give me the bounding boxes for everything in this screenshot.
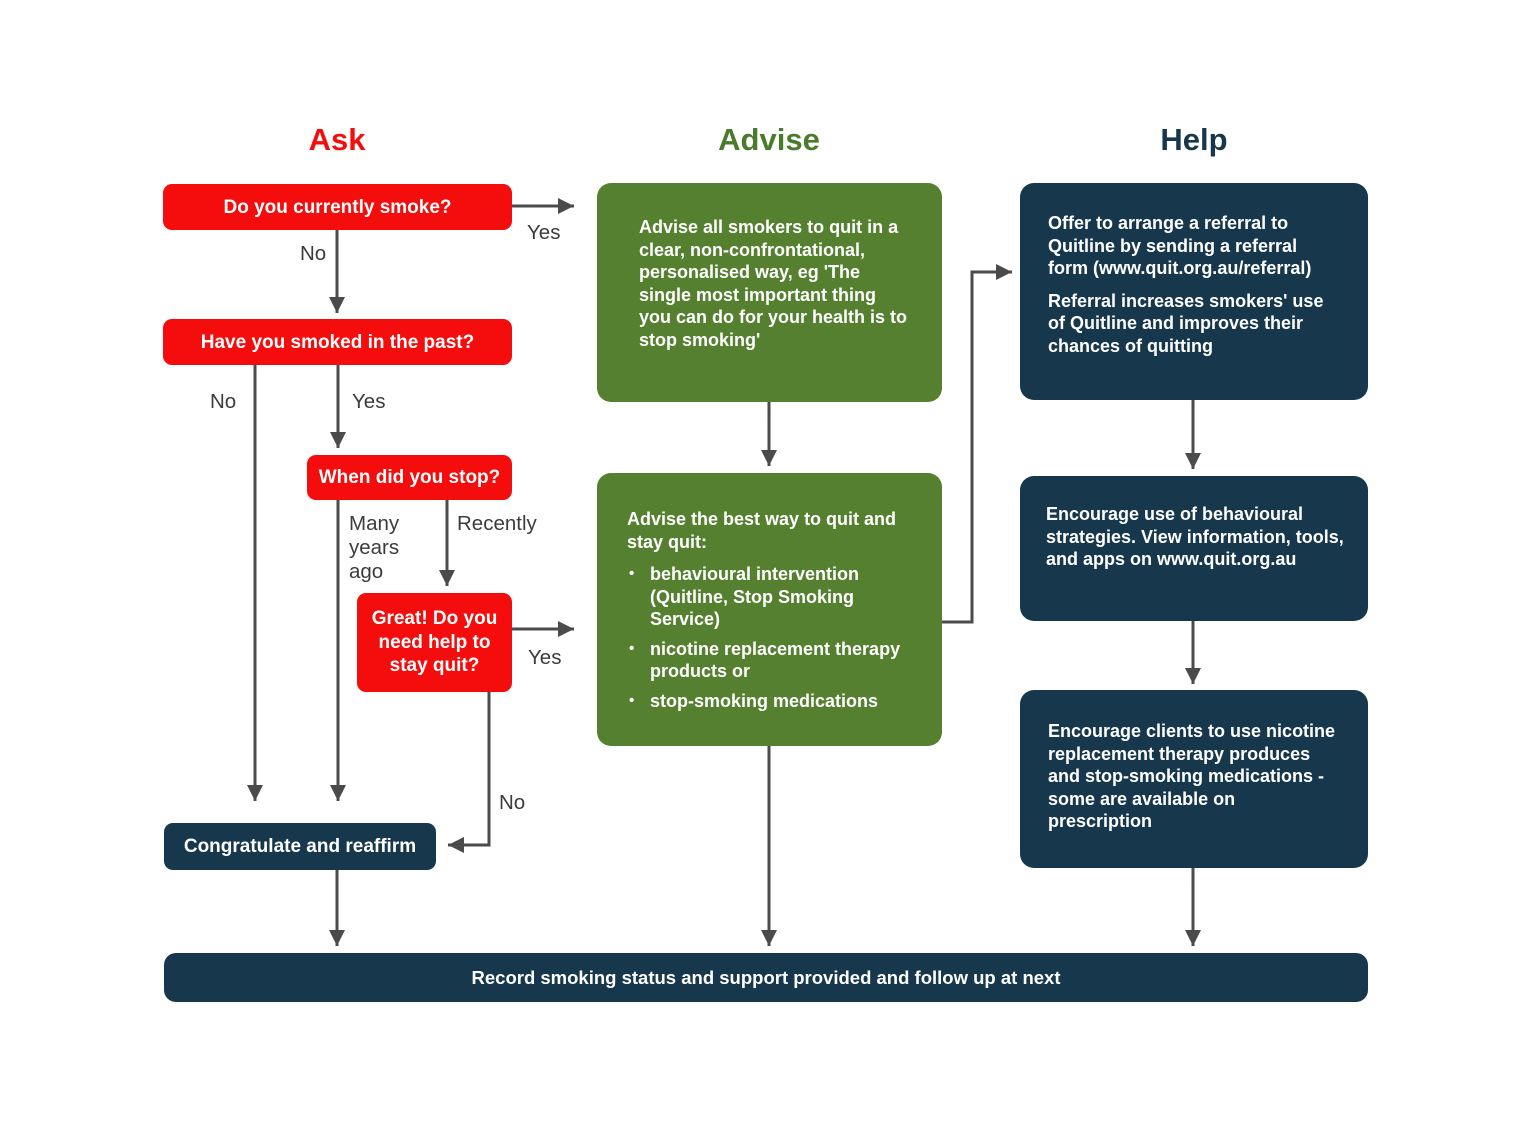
- bullet-item: behavioural intervention (Quitline, Stop…: [627, 563, 908, 631]
- label-stop-recently: Recently: [457, 512, 537, 535]
- label-need-help-no: No: [499, 791, 526, 814]
- column-header-ask: Ask: [308, 122, 366, 157]
- help-box1-paragraph-2: Referral increases smokers' use of Quitl…: [1048, 290, 1324, 356]
- column-header-help: Help: [1160, 122, 1228, 157]
- node-have-you-smoked-in-past: Have you smoked in the past?: [163, 319, 512, 365]
- node-offer-quitline-referral: Offer to arrange a referral to Quitline …: [1020, 183, 1368, 400]
- node-need-help-to-stay-quit: Great! Do you need help to stay quit?: [357, 593, 512, 692]
- node-do-you-currently-smoke: Do you currently smoke?: [163, 184, 512, 230]
- node-encourage-nrt-medications: Encourage clients to use nicotine replac…: [1020, 690, 1368, 868]
- label-past-yes: Yes: [352, 390, 386, 413]
- arrow-need-help-no: [448, 692, 491, 853]
- help-box3-text: Encourage clients to use nicotine replac…: [1048, 721, 1336, 831]
- label-currently-yes: Yes: [527, 221, 561, 244]
- bullet-item: stop-smoking medications: [627, 690, 908, 713]
- advise-box2-intro: Advise the best way to quit and stay qui…: [627, 509, 897, 552]
- node-encourage-behavioural-strategies: Encourage use of behavioural strategies.…: [1020, 476, 1368, 621]
- help-box1-paragraph-1: Offer to arrange a referral to Quitline …: [1048, 213, 1312, 278]
- advise-box1-text: Advise all smokers to quit in a clear, n…: [639, 217, 908, 350]
- node-when-did-you-stop: When did you stop?: [307, 455, 512, 500]
- bullet-item: nicotine replacement therapy products or: [627, 638, 908, 683]
- help-box2-text: Encourage use of behavioural strategies.…: [1046, 504, 1344, 569]
- node-advise-best-way-to-quit: Advise the best way to quit and stay qui…: [597, 473, 942, 746]
- label-currently-no: No: [300, 242, 327, 265]
- arrow-advise2-to-help1: [942, 264, 1012, 624]
- record-smoking-status-bar: Record smoking status and support provid…: [164, 953, 1368, 1002]
- label-need-help-yes: Yes: [528, 646, 562, 669]
- advise-box2-bullet-list: behavioural intervention (Quitline, Stop…: [627, 563, 908, 712]
- label-past-no: No: [210, 390, 237, 413]
- node-advise-all-smokers: Advise all smokers to quit in a clear, n…: [597, 183, 942, 402]
- node-congratulate-and-reaffirm: Congratulate and reaffirm: [164, 823, 436, 870]
- label-stop-many-years: Many years ago: [349, 512, 400, 583]
- column-header-advise: Advise: [718, 122, 820, 157]
